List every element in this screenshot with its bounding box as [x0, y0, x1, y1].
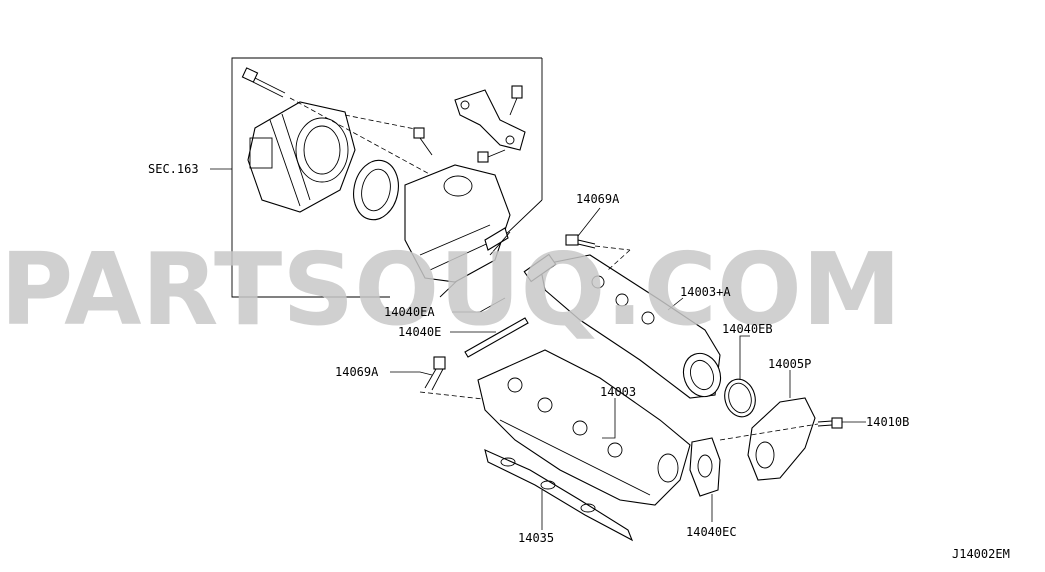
watermark: PARTSOUQ.COM — [0, 231, 901, 348]
label-sec-163: SEC.163 — [148, 162, 199, 176]
bolt-14069A-top — [565, 234, 596, 249]
throttle-adapter — [404, 164, 511, 283]
label-14069A-top: 14069A — [576, 192, 620, 206]
label-14040EB: 14040EB — [722, 322, 773, 336]
bolt-14069A-left — [424, 356, 446, 391]
bolt-14010B — [817, 417, 843, 429]
label-14040EA: 14040EA — [384, 305, 435, 319]
label-14040EC: 14040EC — [686, 525, 737, 539]
label-14005P: 14005P — [768, 357, 811, 371]
diagram-code: J14002EM — [952, 547, 1010, 561]
gasket-14035 — [484, 449, 634, 542]
throttle-body — [247, 101, 356, 213]
label-14003A: 14003+A — [680, 285, 731, 299]
label-14003: 14003 — [600, 385, 636, 399]
upper-manifold-14003A — [523, 253, 722, 399]
label-14040E: 14040E — [398, 325, 441, 339]
o-ring-14040EB — [724, 378, 756, 418]
throttle-bolt — [241, 67, 286, 98]
gasket-14040E — [464, 317, 529, 358]
label-14010B: 14010B — [866, 415, 909, 429]
lower-manifold-14003 — [477, 349, 691, 506]
label-14035: 14035 — [518, 531, 554, 545]
elbow-14005P — [747, 397, 816, 481]
inset-gasket-strip — [484, 227, 511, 256]
throttle-gasket — [353, 159, 399, 221]
label-14069A-left: 14069A — [335, 365, 379, 379]
gasket-14040EC — [689, 437, 721, 497]
leader-lines — [210, 168, 866, 530]
mounting-bracket — [413, 85, 526, 163]
